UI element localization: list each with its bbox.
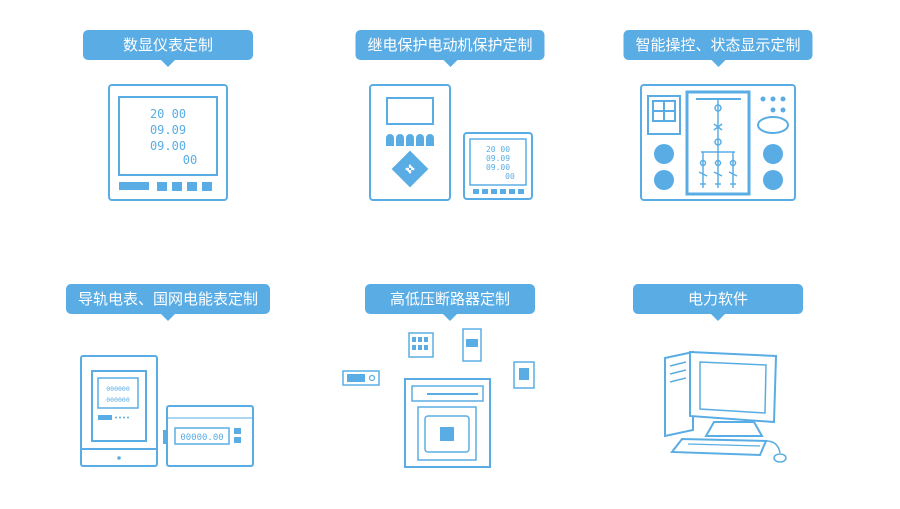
meter-counter: 00000.00 bbox=[180, 433, 223, 443]
meter-display-line: 00 bbox=[505, 172, 515, 181]
product-label: 数显仪表定制 bbox=[83, 30, 253, 60]
product-relay-protection[interactable]: 继电保护电动机保护定制 20 00 09.09 09.00 00 bbox=[300, 0, 600, 254]
smart-control-panel-icon bbox=[640, 84, 796, 201]
meter-display-line: 09.00 bbox=[150, 139, 186, 153]
meter-display-line: 09.09 bbox=[486, 154, 510, 163]
product-label: 高低压断路器定制 bbox=[365, 284, 535, 314]
product-circuit-breaker[interactable]: 高低压断路器定制 bbox=[300, 254, 600, 508]
product-label: 电力软件 bbox=[633, 284, 803, 314]
meter-display-line: 09.09 bbox=[150, 123, 186, 137]
meter-display-line: 000000 bbox=[106, 396, 130, 404]
product-digital-meter[interactable]: 数显仪表定制 20 00 09.09 09.00 00 bbox=[18, 0, 318, 254]
meter-display-line: 20 00 bbox=[150, 107, 186, 121]
energy-meter-icon: 000000 000000 00000.00 bbox=[80, 355, 254, 467]
meter-display-line: 00 bbox=[183, 153, 197, 167]
digital-meter-icon: 20 00 09.09 09.00 00 bbox=[108, 84, 228, 201]
meter-display-line: 09.00 bbox=[486, 163, 510, 172]
circuit-breaker-icon bbox=[342, 328, 535, 468]
computer-icon bbox=[664, 350, 787, 463]
meter-display-line: 000000 bbox=[106, 385, 130, 393]
product-label: 智能操控、状态显示定制 bbox=[623, 30, 813, 60]
product-power-software[interactable]: 电力软件 bbox=[568, 254, 868, 508]
product-label: 导轨电表、国网电能表定制 bbox=[65, 284, 271, 314]
product-energy-meter[interactable]: 导轨电表、国网电能表定制 000000 000000 00000.00 bbox=[18, 254, 318, 508]
product-smart-control[interactable]: 智能操控、状态显示定制 bbox=[568, 0, 868, 254]
product-label: 继电保护电动机保护定制 bbox=[355, 30, 545, 60]
meter-display-line: 20 00 bbox=[486, 145, 510, 154]
relay-protection-icon: 20 00 09.09 09.00 00 bbox=[369, 84, 533, 201]
